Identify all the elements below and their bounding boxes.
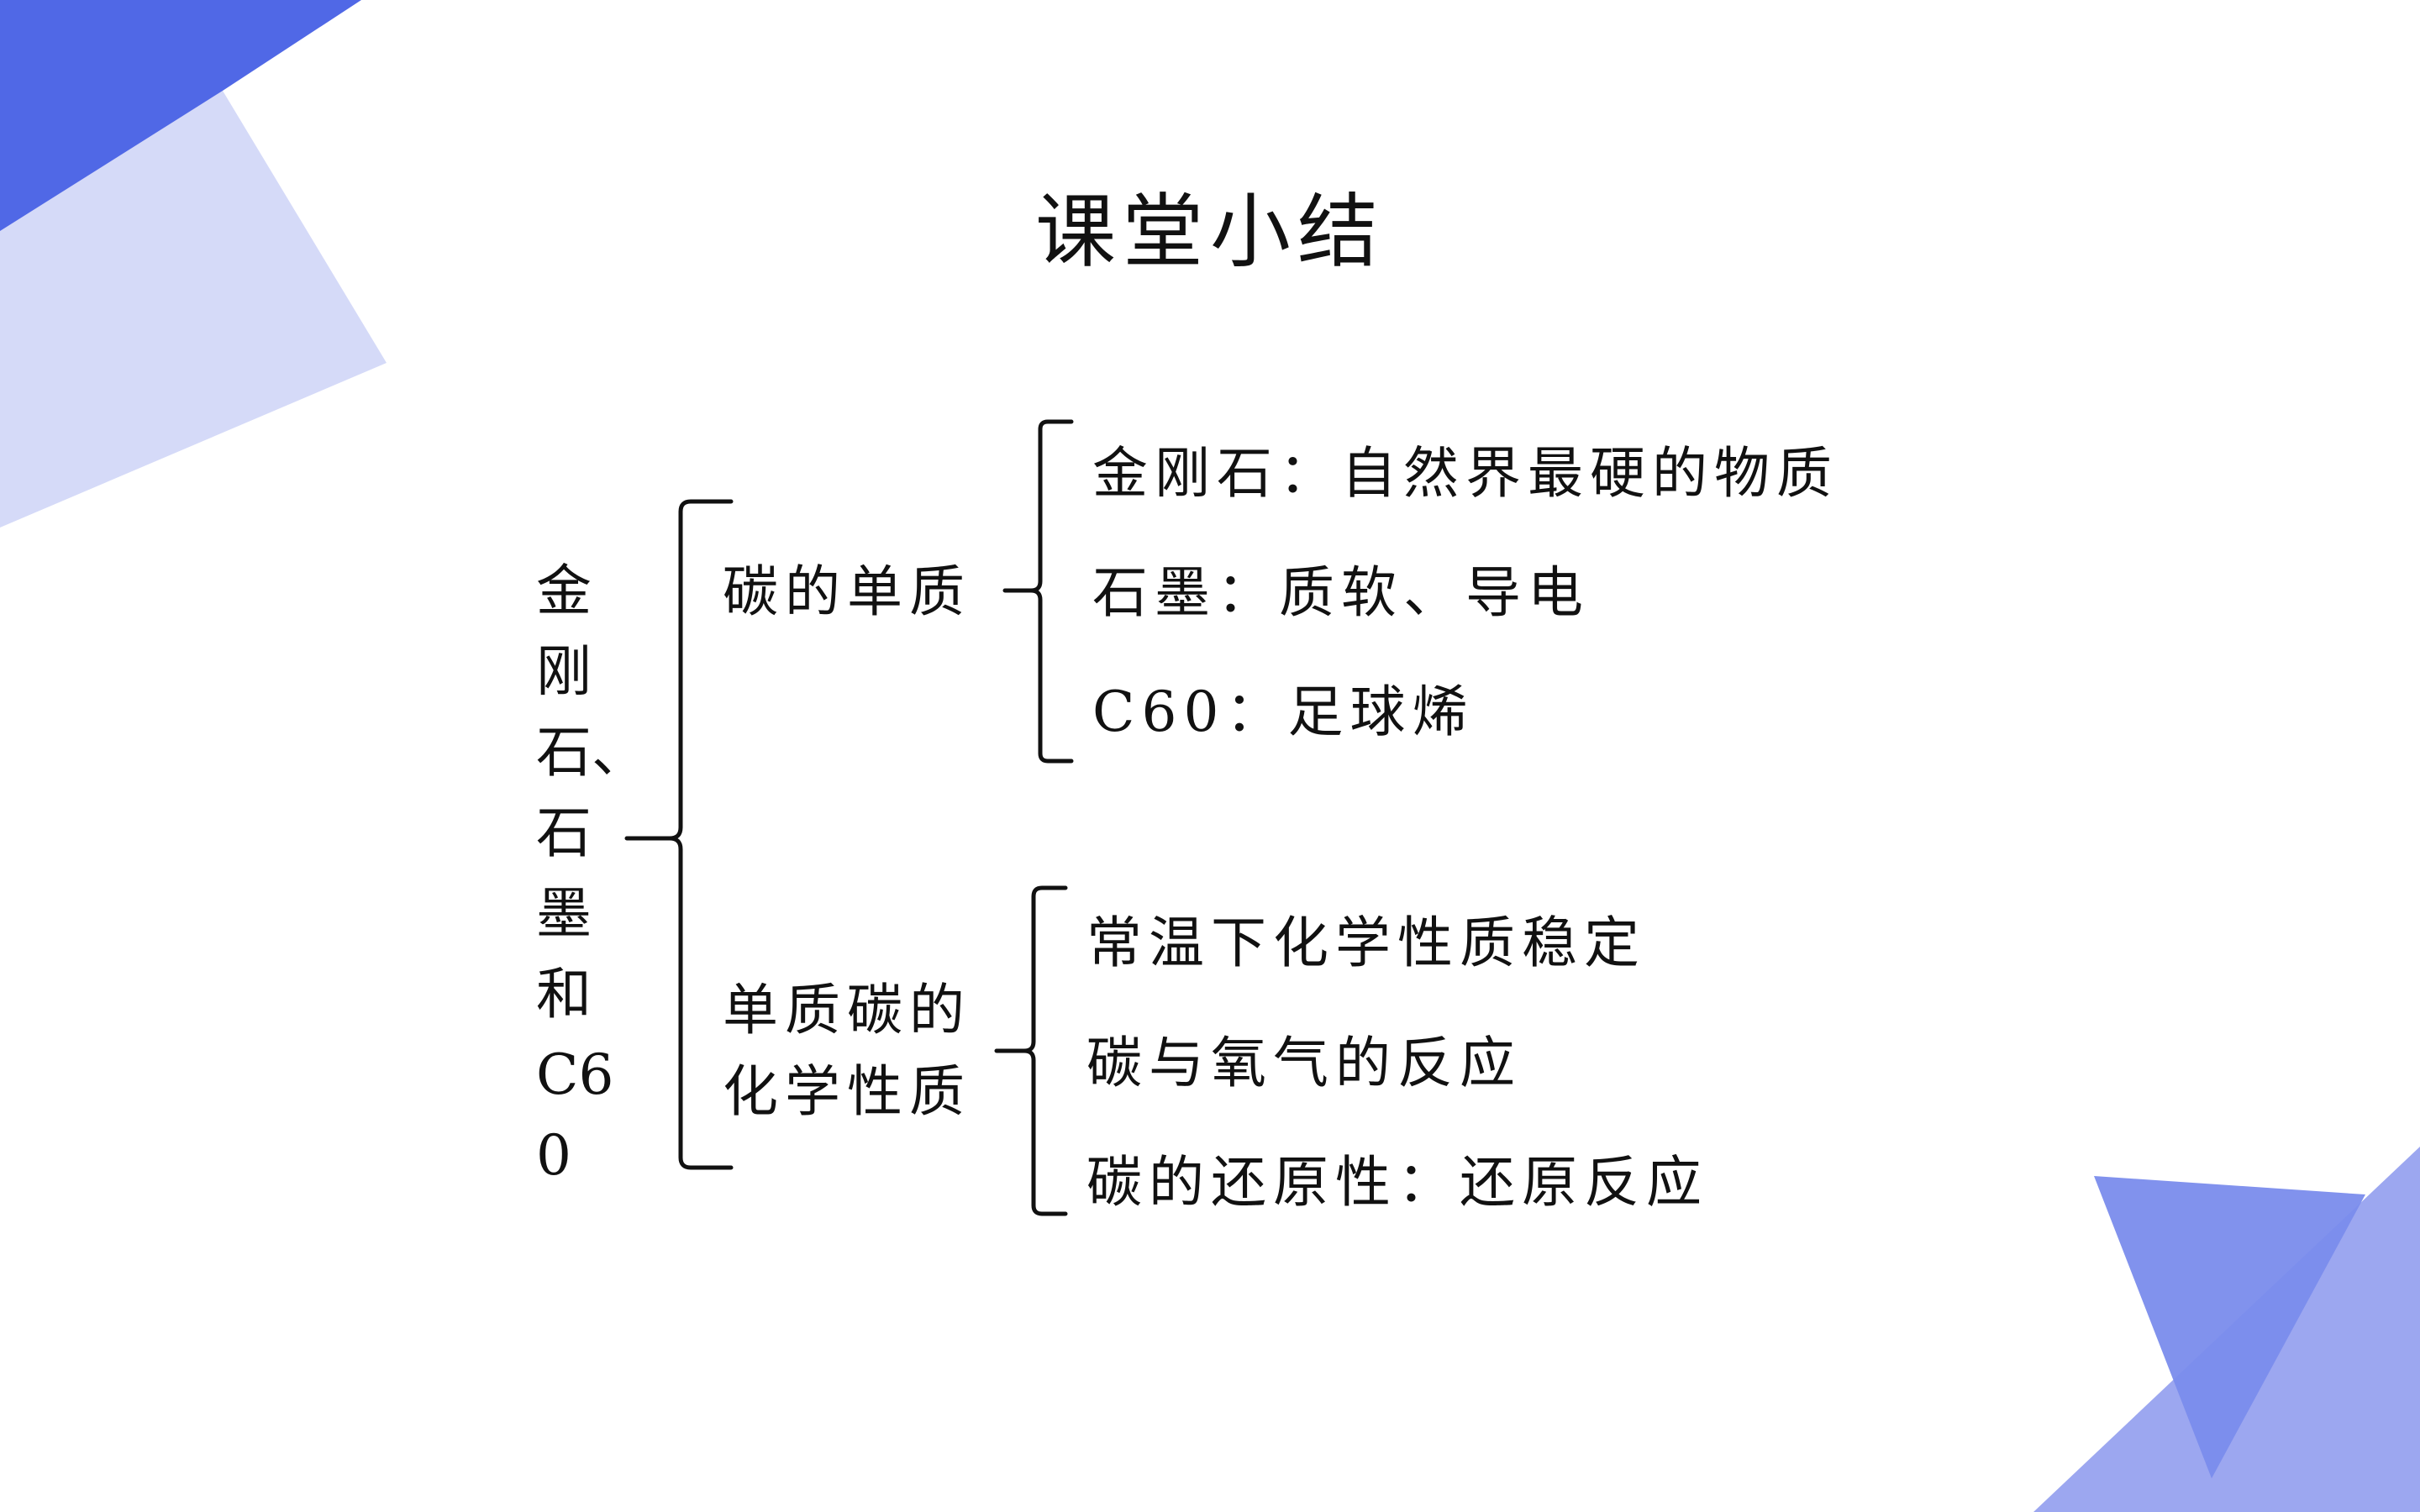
top-left-dark-shape: [0, 0, 361, 231]
branch-label-chemical-properties-line2: 化学性质: [723, 1059, 971, 1124]
branch-label-chemical-properties-line1: 单质碳的: [723, 978, 971, 1042]
item-c60: C60：足球烯: [1092, 680, 1475, 744]
item-stable-at-room-temperature: 常温下化学性质稳定: [1086, 911, 1646, 975]
item-reducing-property: 碳的还原性：还原反应: [1086, 1150, 1708, 1215]
bottom-right-mid-shape: [2094, 1176, 2365, 1478]
summary-root-text: 金刚石、石墨和C60: [536, 559, 647, 1188]
top-left-light-shape: [0, 91, 387, 528]
branch-label-carbon-elements: 碳的单质: [723, 559, 971, 624]
item-reaction-with-oxygen: 碳与氧气的反应: [1086, 1031, 1522, 1095]
item-graphite: 石墨：质软、导电: [1092, 560, 1590, 625]
item-diamond: 金刚石：自然界最硬的物质: [1092, 441, 1839, 506]
slide-title: 课堂小结: [1035, 185, 1385, 279]
